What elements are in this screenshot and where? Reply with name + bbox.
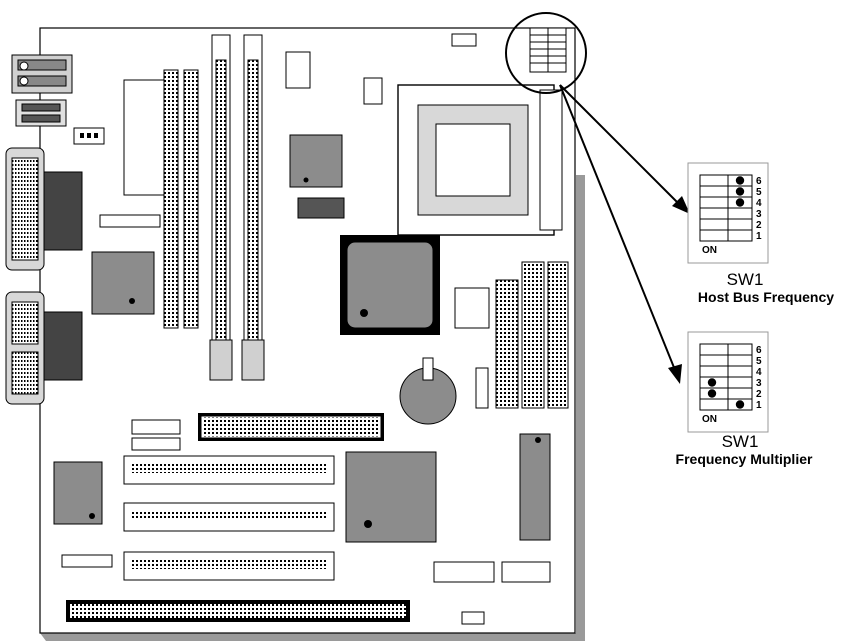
switch-subtitle-1: Host Bus Frequency	[698, 289, 834, 305]
south-bridge-chip	[345, 451, 437, 543]
switch-position-number: 4	[756, 198, 762, 209]
switch-dot-4	[735, 198, 745, 207]
north-bridge-chip	[340, 235, 440, 335]
cpu-socket	[397, 84, 563, 236]
switch-on-label: ON	[702, 414, 717, 425]
io-chip-left	[91, 251, 155, 315]
switch-dot-5	[735, 187, 745, 196]
switch-dot-1	[735, 400, 745, 409]
fan-header-left	[73, 127, 105, 145]
switch-position-number: 1	[756, 400, 762, 411]
bottom-headers	[61, 554, 551, 625]
switch-subtitle-2: Frequency Multiplier	[676, 451, 813, 467]
agp-slot	[198, 413, 384, 441]
switch-dot-2	[707, 389, 717, 398]
switch-position-number: 2	[756, 389, 762, 400]
dip-switch-highlight	[505, 12, 587, 94]
dimm-slots	[163, 34, 265, 381]
switch-position-number: 6	[756, 345, 762, 356]
jumper-block-top	[285, 33, 477, 105]
atx-power-connector	[123, 79, 167, 196]
switch-position-number: 4	[756, 367, 762, 378]
switch-position-number: 2	[756, 220, 762, 231]
header-near-agp	[131, 419, 181, 451]
cmos-battery	[399, 357, 457, 425]
switch-position-number: 1	[756, 231, 762, 242]
rear-io-serial-vga	[5, 291, 83, 405]
clock-chip	[289, 134, 345, 219]
rear-io-ps2	[11, 54, 73, 94]
pci-slots	[123, 455, 335, 581]
bios-chip	[519, 433, 551, 541]
ide-connectors	[495, 261, 569, 409]
switch-position-number: 3	[756, 209, 762, 220]
switch-title-2: SW1	[722, 432, 759, 451]
bottom-long-slot	[66, 600, 410, 622]
switch-title-1: SW1	[727, 270, 764, 289]
switch-on-label: ON	[702, 245, 717, 256]
switch-position-number: 5	[756, 187, 762, 198]
switch-position-number: 6	[756, 176, 762, 187]
switch-position-number: 5	[756, 356, 762, 367]
switch-dot-6	[735, 176, 745, 185]
callout-arrows	[559, 84, 690, 384]
rear-io-usb	[15, 99, 67, 127]
switch-position-number: 3	[756, 378, 762, 389]
audio-chip	[53, 461, 103, 525]
switch-dot-3	[707, 378, 717, 387]
rear-io-parallel	[5, 147, 83, 271]
jumper-cluster-center	[454, 287, 490, 409]
header-row-left	[99, 214, 161, 228]
